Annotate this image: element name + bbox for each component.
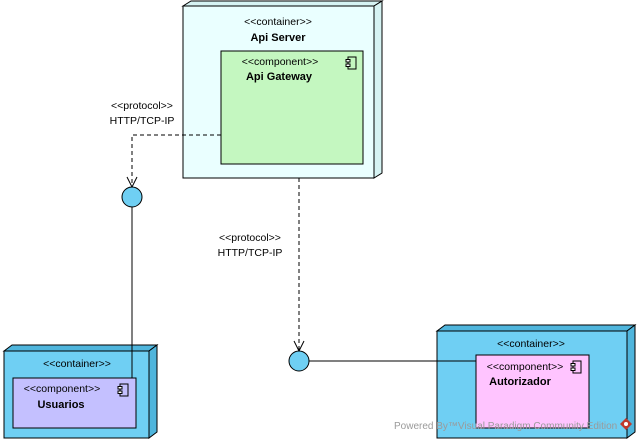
autorizador-stereotype: <<component>> (487, 361, 563, 373)
api-server-name: Api Server (250, 32, 306, 44)
autorizador-name: Autorizador (489, 376, 551, 388)
protocol-2-name: HTTP/TCP-IP (218, 247, 283, 259)
visual-paradigm-logo-icon (620, 418, 632, 430)
usuarios-container-stereotype: <<container>> (43, 358, 111, 370)
api-server-stereotype: <<container>> (244, 16, 312, 28)
autorizador-component[interactable]: <<component>> Autorizador (475, 354, 590, 429)
usuarios-name: Usuarios (37, 399, 84, 411)
usuarios-stereotype: <<component>> (24, 383, 100, 395)
api-gateway-component[interactable]: <<component>> Api Gateway (220, 50, 364, 165)
autorizador-container-stereotype: <<container>> (497, 338, 565, 350)
usuarios-component[interactable]: <<component>> Usuarios (12, 377, 137, 429)
protocol-1-stereotype: <<protocol>> (111, 100, 173, 112)
protocol-connector-2[interactable] (293, 178, 305, 353)
api-gateway-name: Api Gateway (246, 71, 313, 83)
watermark-text: Powered By™Visual Paradigm Community Edi… (394, 421, 617, 432)
api-gateway-stereotype: <<component>> (242, 56, 318, 68)
usuarios-interface-icon[interactable] (121, 186, 143, 208)
protocol-1-name: HTTP/TCP-IP (110, 115, 175, 127)
protocol-2-stereotype: <<protocol>> (219, 232, 281, 244)
autorizador-interface-icon[interactable] (288, 350, 310, 372)
